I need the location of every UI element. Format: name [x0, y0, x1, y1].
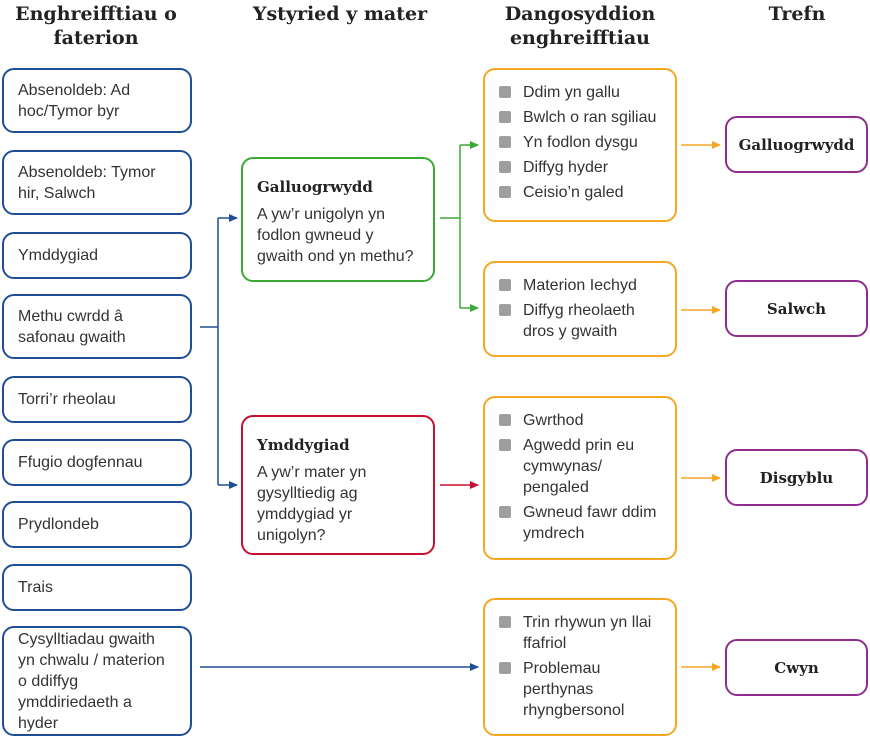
example-box: Absenoldeb: Ad hoc/Tymor byr — [2, 68, 192, 133]
header-procedure: Trefn — [768, 3, 826, 25]
bullet-icon — [499, 304, 511, 316]
indicator-item: Gwrthod — [499, 410, 661, 431]
question-capability: Galluogrwydd A yw’r unigolyn yn fodlon g… — [241, 157, 435, 282]
example-text: Absenoldeb: Tymor hir, Salwch — [18, 163, 156, 202]
example-text: Methu cwrdd â safonau gwaith — [18, 307, 126, 346]
procedure-label: Salwch — [766, 299, 827, 318]
indicator-item: Ddim yn gallu — [499, 82, 661, 103]
procedure-label: Disgyblu — [759, 468, 834, 487]
example-text: Ymddygiad — [18, 247, 99, 264]
procedure-sickness: Salwch — [725, 280, 868, 337]
procedure-capability: Galluogrwydd — [725, 116, 868, 173]
bullet-icon — [499, 414, 511, 426]
bullet-icon — [499, 111, 511, 123]
header-consider: Ystyried y mater — [252, 3, 428, 25]
question-title: Ymddygiad — [257, 436, 350, 454]
example-box: Prydlondeb — [2, 501, 192, 548]
header-indicators: Dangosyddion enghreifftiau — [504, 3, 656, 49]
procedure-discipline: Disgyblu — [725, 449, 868, 506]
header-examples: Enghreifftiau o faterion — [15, 3, 177, 49]
indicator-item: Diffyg rheolaeth dros y gwaith — [499, 300, 661, 342]
bullet-icon — [499, 662, 511, 674]
example-box: Absenoldeb: Tymor hir, Salwch — [2, 150, 192, 215]
procedure-label: Cwyn — [774, 658, 819, 677]
example-box: Methu cwrdd â safonau gwaith — [2, 294, 192, 359]
bullet-icon — [499, 279, 511, 291]
example-box: Torri’r rheolau — [2, 376, 192, 423]
example-text: Prydlondeb — [18, 516, 99, 533]
indicator-item: Problemau perthynas rhyngbersonol — [499, 658, 661, 721]
procedure-grievance: Cwyn — [725, 639, 868, 696]
example-box: Ymddygiad — [2, 232, 192, 279]
indicator-item: Yn fodlon dysgu — [499, 132, 661, 153]
example-text: Torri’r rheolau — [18, 391, 116, 408]
bullet-icon — [499, 136, 511, 148]
question-text: A yw’r mater yn gysylltiedig ag ymddygia… — [257, 464, 367, 544]
question-title: Galluogrwydd — [257, 178, 373, 196]
example-text: Cysylltiadau gwaith yn chwalu / materion… — [18, 630, 165, 732]
question-conduct: Ymddygiad A yw’r mater yn gysylltiedig a… — [241, 415, 435, 555]
indicator-box-grievance: Trin rhywun yn llai ffafriol Problemau p… — [483, 598, 677, 736]
bullet-icon — [499, 161, 511, 173]
example-text: Trais — [18, 579, 53, 596]
bullet-icon — [499, 439, 511, 451]
indicator-item: Ceisio’n galed — [499, 182, 661, 203]
indicator-item: Trin rhywun yn llai ffafriol — [499, 612, 661, 654]
example-box: Cysylltiadau gwaith yn chwalu / materion… — [2, 626, 192, 736]
indicator-item: Diffyg hyder — [499, 157, 661, 178]
bullet-icon — [499, 506, 511, 518]
example-box: Trais — [2, 564, 192, 611]
bullet-icon — [499, 616, 511, 628]
procedure-label: Galluogrwydd — [738, 135, 855, 154]
indicator-item: Materion Iechyd — [499, 275, 661, 296]
indicator-item: Bwlch o ran sgiliau — [499, 107, 661, 128]
indicator-box-discipline: Gwrthod Agwedd prin eu cymwynas/ pengale… — [483, 396, 677, 560]
question-text: A yw’r unigolyn yn fodlon gwneud y gwait… — [257, 206, 414, 265]
bullet-icon — [499, 86, 511, 98]
indicator-item: Agwedd prin eu cymwynas/ pengaled — [499, 435, 661, 498]
indicator-box-sickness: Materion Iechyd Diffyg rheolaeth dros y … — [483, 261, 677, 357]
example-text: Absenoldeb: Ad hoc/Tymor byr — [18, 81, 131, 120]
example-box: Ffugio dogfennau — [2, 439, 192, 486]
example-text: Ffugio dogfennau — [18, 454, 143, 471]
bullet-icon — [499, 186, 511, 198]
indicator-box-capability: Ddim yn gallu Bwlch o ran sgiliau Yn fod… — [483, 68, 677, 222]
indicator-item: Gwneud fawr ddim ymdrech — [499, 502, 661, 544]
